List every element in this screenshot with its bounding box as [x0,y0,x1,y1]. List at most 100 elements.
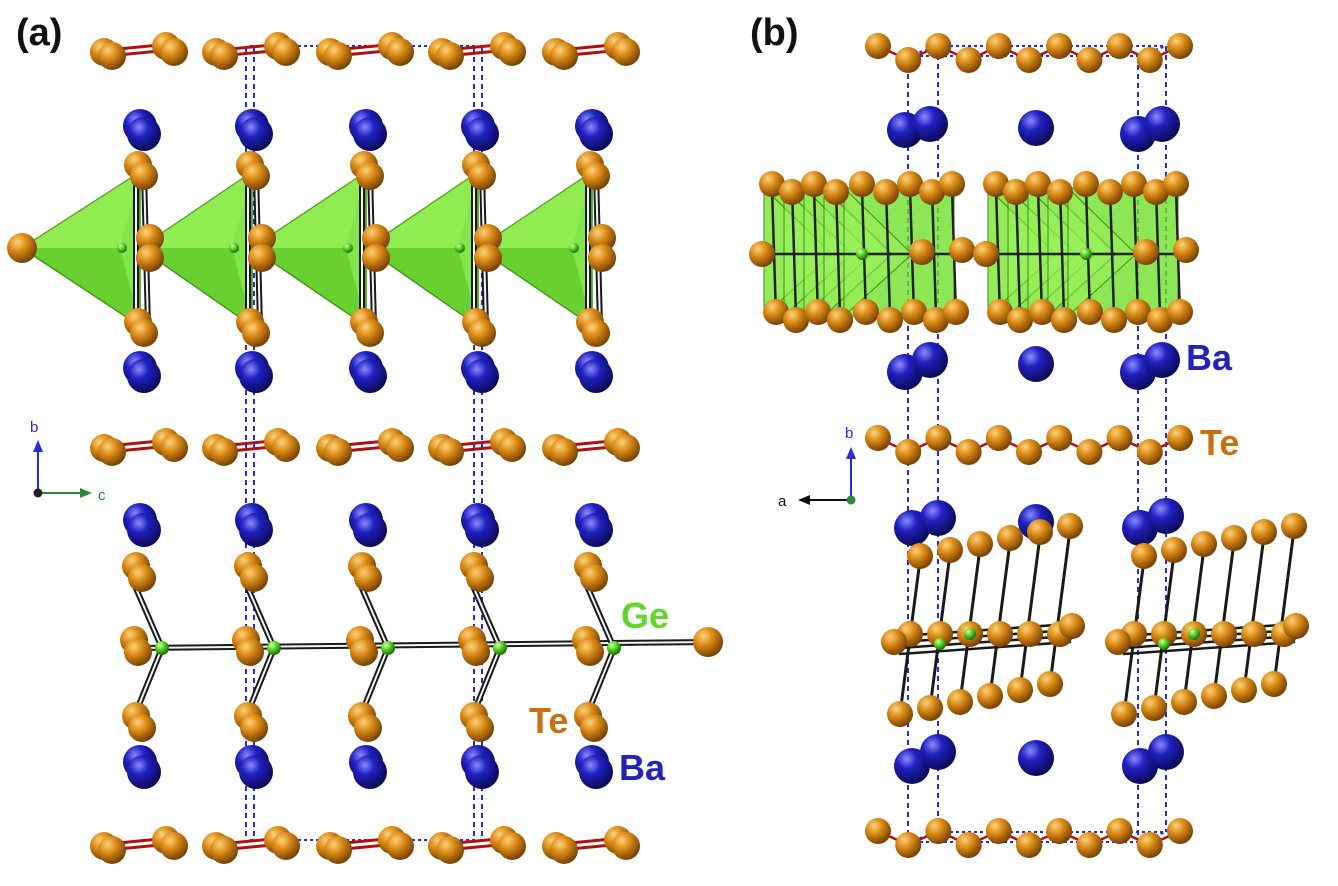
ba-atom [1148,498,1184,534]
ge-atom [1188,628,1200,640]
te-atom [1046,425,1073,451]
te-atom [1241,621,1267,647]
ge-atom [229,243,239,253]
te-atom [210,42,238,70]
ba-atom [353,513,387,547]
te-atom [977,683,1003,709]
te-atom [853,299,879,325]
te-atom [1027,519,1053,545]
te-atom [919,179,945,205]
b-axis-label: b [30,419,38,436]
bond [1122,628,1296,644]
te-atom [955,832,982,858]
te-atom [242,319,270,347]
bond [1048,528,1072,686]
ba-atom [465,513,499,547]
te-atom [1211,621,1237,647]
te-atom [436,42,464,70]
te-atom [240,564,268,592]
te-atom [98,42,126,70]
ba-atom [579,513,613,547]
ge-atom [1158,638,1170,650]
bond [1242,534,1266,692]
ba-atom [127,359,161,393]
bond [898,634,1072,650]
bond [898,622,1072,638]
te-atom [474,244,502,272]
te-atom [1261,671,1287,697]
te-atom [1101,307,1127,333]
te-atom [1136,47,1163,73]
te-atom [1047,179,1073,205]
panel-b-label: (b) [750,12,799,54]
te-atom [136,224,164,252]
te-atom [1141,695,1167,721]
te-atom [823,179,849,205]
tetrahedron-face [366,248,478,326]
te-atom [474,224,502,252]
ba-atom [465,117,499,151]
ba-atom [1144,106,1180,142]
te-atom [580,564,608,592]
panel-a: (a) b c Ge Te Ba [7,12,723,864]
te-atom [356,319,384,347]
tetrahedron-face [140,172,252,248]
te-atom [1016,832,1042,858]
tetrahedron-face [252,248,366,326]
ba-atom [920,734,956,770]
te-atom [985,33,1012,59]
te-atom [967,531,993,557]
te-atom [1046,33,1073,59]
bond [884,186,892,318]
te-atom [925,425,952,451]
te-atom [865,33,891,59]
ba-atom [239,755,273,789]
te-atom [949,237,975,263]
ge-label-a: Ge [621,595,669,636]
te-atom [1105,629,1131,655]
te-atom [759,171,785,197]
te-atom [1037,671,1063,697]
te-atom [1121,171,1147,197]
te-atom [1059,613,1085,639]
te-atom [801,171,827,197]
te-atom [895,439,922,465]
axis-indicator-b: b a [778,425,856,510]
te-atom [462,638,490,666]
te-atom [160,832,188,860]
bond [1058,186,1066,318]
te-atom [1161,537,1187,563]
ba-atom [127,117,161,151]
te-atom [1283,613,1309,639]
te-atom [248,244,276,272]
te-atom [612,38,640,66]
te-atom [873,179,899,205]
te-atom [943,299,969,325]
te-atom [1171,689,1197,715]
tetrahedron-face [22,248,140,326]
ge-atom [569,243,579,253]
te-atom [909,239,935,265]
te-atom [356,162,384,190]
te-atom [580,714,608,742]
te-atom [923,307,949,333]
te-atom [1029,299,1055,325]
te-atom [98,438,126,466]
te-atom [1046,818,1073,844]
ba-atom [353,755,387,789]
te-atom [805,299,831,325]
te-atom [272,832,300,860]
tetrahedron-face [140,248,252,326]
ba-atom [353,117,387,151]
te-atom [1073,171,1099,197]
bond [1036,186,1044,318]
te-atom [1076,439,1103,465]
ge-atom [117,243,127,253]
te-atom [236,638,264,666]
te-atom [749,241,775,267]
te-atom [386,832,414,860]
axis-origin-icon-b [846,495,856,505]
ba-atom [912,342,948,378]
te-atom [128,564,156,592]
